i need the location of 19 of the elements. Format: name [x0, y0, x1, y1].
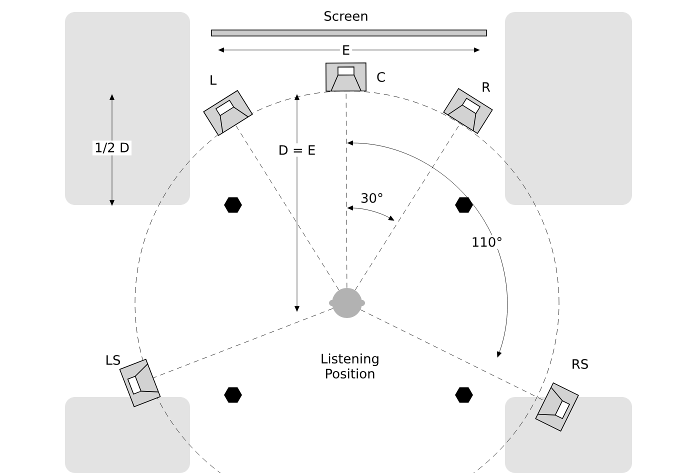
- sight-line: [153, 308, 334, 378]
- room-area: [65, 397, 190, 473]
- sight-line: [235, 125, 340, 290]
- speaker-label: LS: [106, 355, 120, 365]
- speaker-label: L: [210, 75, 217, 85]
- dimension-label: 1/2 D: [92, 140, 132, 156]
- listener-label: Listening Position: [322, 353, 378, 379]
- speaker-label: C: [377, 72, 385, 82]
- dimension-label: D = E: [276, 143, 318, 157]
- speaker-label: RS: [572, 359, 588, 369]
- room-area: [505, 12, 632, 205]
- speaker-label: R: [482, 82, 490, 92]
- sight-line: [360, 310, 544, 401]
- screen-label: Screen: [324, 11, 368, 21]
- room-area: [505, 397, 632, 473]
- angle-label: 30°: [358, 191, 386, 205]
- room-area: [65, 12, 190, 205]
- dimension-label: E: [340, 43, 352, 57]
- angle-label: 110°: [469, 235, 505, 249]
